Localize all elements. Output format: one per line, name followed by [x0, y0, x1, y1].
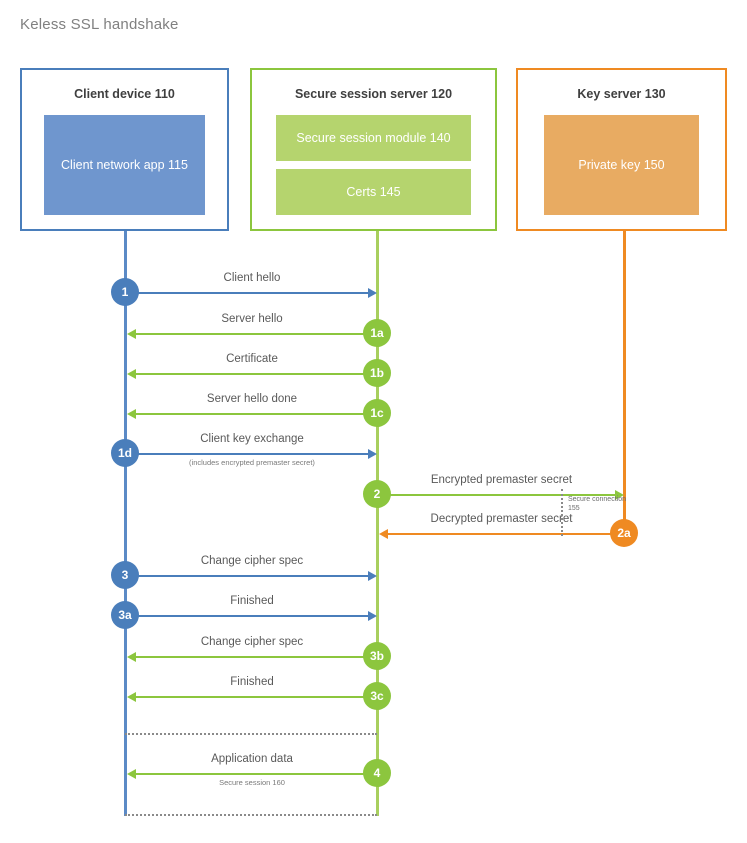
step-marker-1b[interactable]: 1b: [363, 359, 391, 387]
message-2-arrowhead: [615, 490, 624, 500]
message-3a-line: [127, 615, 368, 617]
actor-key-server: Key server 130 Private key 150: [516, 68, 727, 231]
message-3-arrowhead: [368, 571, 377, 581]
step-marker-1c[interactable]: 1c: [363, 399, 391, 427]
step-marker-2a[interactable]: 2a: [610, 519, 638, 547]
secure-session-top-divider: [125, 733, 377, 735]
actor-client-device-header: Client device 110: [74, 87, 175, 101]
component-certs: Certs 145: [276, 169, 471, 215]
message-1-line: [127, 292, 368, 294]
actor-secure-session-server-header: Secure session server 120: [294, 87, 453, 101]
secure-connection-divider: [561, 489, 563, 536]
lifeline-client-device: [124, 231, 127, 816]
page-title: Keless SSL handshake: [20, 16, 179, 33]
message-1c-label: Server hello done: [206, 393, 298, 405]
message-1a-line: [136, 333, 377, 335]
component-client-network-app: Client network app 115: [44, 115, 205, 215]
message-3a-label: Finished: [230, 595, 274, 607]
step-marker-3c[interactable]: 3c: [363, 682, 391, 710]
step-marker-3a[interactable]: 3a: [111, 601, 139, 629]
message-1d-arrowhead: [368, 449, 377, 459]
message-1d-sublabel: (includes encrypted premaster secret): [189, 458, 315, 467]
message-3b-arrowhead: [127, 652, 136, 662]
message-3a-arrowhead: [368, 611, 377, 621]
message-1c-line: [136, 413, 377, 415]
message-3c-label: Finished: [230, 676, 274, 688]
secure-session-bottom-divider: [125, 814, 377, 816]
lifeline-secure-session-server: [376, 231, 379, 816]
step-marker-1[interactable]: 1: [111, 278, 139, 306]
component-secure-session-module: Secure session module 140: [276, 115, 471, 161]
message-3b-label: Change cipher spec: [200, 636, 304, 648]
message-1b-label: Certificate: [226, 353, 278, 365]
message-2-label: Encrypted premaster secret: [430, 474, 573, 486]
component-private-key: Private key 150: [544, 115, 699, 215]
message-1-arrowhead: [368, 288, 377, 298]
actor-key-server-header: Key server 130: [577, 87, 666, 101]
step-marker-3b[interactable]: 3b: [363, 642, 391, 670]
message-2a-line: [388, 533, 624, 535]
message-1b-line: [136, 373, 377, 375]
step-marker-1a[interactable]: 1a: [363, 319, 391, 347]
lifeline-key-server: [623, 231, 626, 537]
message-2-line: [379, 494, 615, 496]
message-3-label: Change cipher spec: [200, 555, 304, 567]
message-2a-arrowhead: [379, 529, 388, 539]
message-2a-label: Decrypted premaster secret: [430, 513, 573, 525]
message-1b-arrowhead: [127, 369, 136, 379]
step-marker-1d[interactable]: 1d: [111, 439, 139, 467]
message-1d-line: [127, 453, 368, 455]
message-4-label: Application data: [211, 753, 293, 765]
actor-client-device: Client device 110 Client network app 115: [20, 68, 229, 231]
message-1d-label: Client key exchange: [200, 433, 304, 445]
message-1a-label: Server hello: [221, 313, 283, 325]
message-3c-arrowhead: [127, 692, 136, 702]
message-3c-line: [136, 696, 377, 698]
message-4-arrowhead: [127, 769, 136, 779]
step-marker-2[interactable]: 2: [363, 480, 391, 508]
message-1-label: Client hello: [223, 272, 281, 284]
message-4-line: [136, 773, 377, 775]
message-1a-arrowhead: [127, 329, 136, 339]
actor-secure-session-server: Secure session server 120 Secure session…: [250, 68, 497, 231]
message-1c-arrowhead: [127, 409, 136, 419]
step-marker-4[interactable]: 4: [363, 759, 391, 787]
step-marker-3[interactable]: 3: [111, 561, 139, 589]
message-3b-line: [136, 656, 377, 658]
message-4-sublabel: Secure session 160: [219, 778, 285, 787]
message-3-line: [127, 575, 368, 577]
secure-connection-note: Secure connection 155: [568, 496, 626, 513]
